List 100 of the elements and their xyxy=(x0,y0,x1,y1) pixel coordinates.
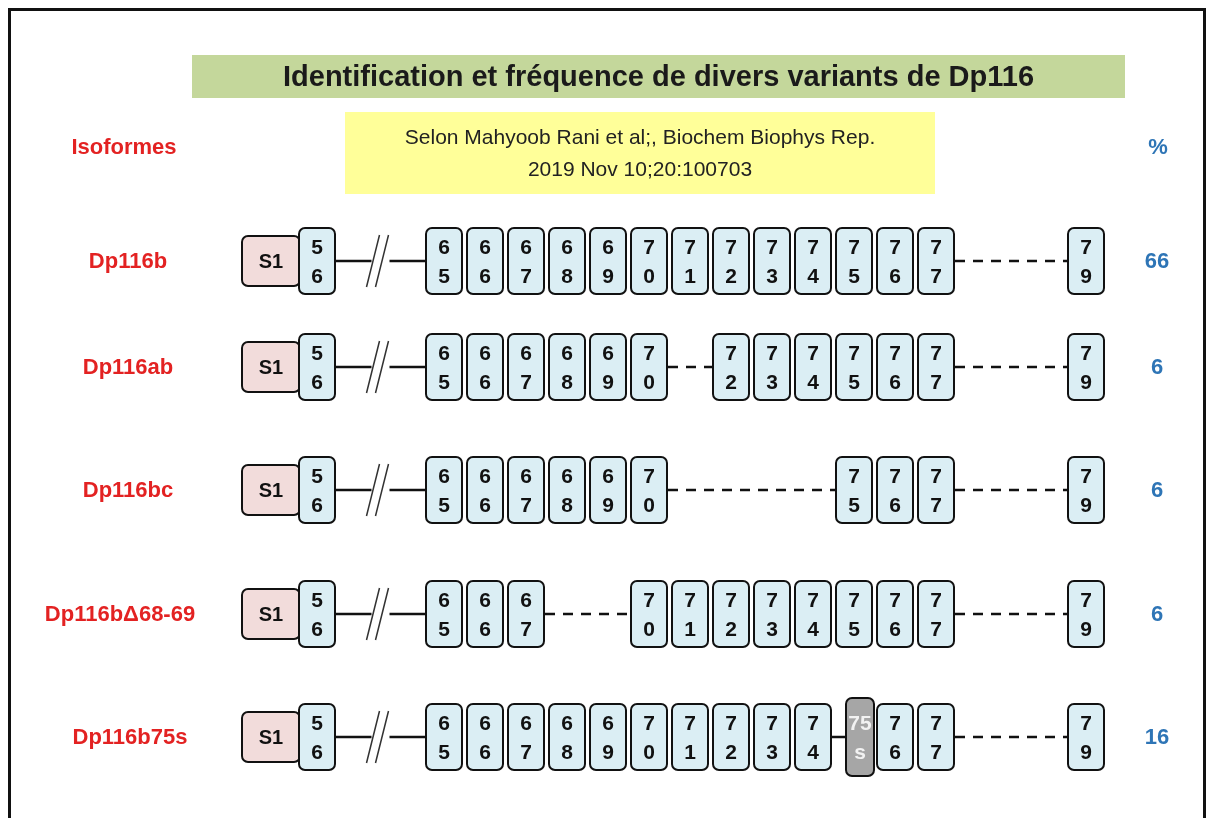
exon-box: 7 7 xyxy=(917,580,955,648)
exon-box: 7 6 xyxy=(876,703,914,771)
percent-label: 6 xyxy=(1150,601,1164,627)
isoform-label: Dp116ab xyxy=(82,354,174,380)
connector-line xyxy=(336,612,425,616)
exon-box: 7 3 xyxy=(753,703,791,771)
exon-box: 7 1 xyxy=(671,580,709,648)
exon-box: 5 6 xyxy=(298,580,336,648)
dashed-connector xyxy=(668,365,712,369)
exon-box: 6 7 xyxy=(507,580,545,648)
dashed-connector xyxy=(668,488,835,492)
exon-box: 6 9 xyxy=(589,703,627,771)
percent-label: 16 xyxy=(1144,724,1170,750)
exon-box: 7 2 xyxy=(712,333,750,401)
exon-box: 7 0 xyxy=(630,456,668,524)
exon-box: 7 2 xyxy=(712,227,750,295)
exon-box: 6 6 xyxy=(466,580,504,648)
exon-box: 7 4 xyxy=(794,703,832,771)
exon-box: 6 7 xyxy=(507,703,545,771)
exon-box: 6 9 xyxy=(589,333,627,401)
exon-box: 6 8 xyxy=(548,227,586,295)
start-exon-box: S1 xyxy=(241,464,301,516)
connector-line xyxy=(336,365,425,369)
exon-box: 7 0 xyxy=(630,703,668,771)
exon-box: 7 5 xyxy=(835,456,873,524)
dashed-connector xyxy=(955,365,1067,369)
exon-box: 6 8 xyxy=(548,456,586,524)
connector-line xyxy=(336,735,425,739)
exon-box: 7 9 xyxy=(1067,580,1105,648)
exon-box: 6 8 xyxy=(548,333,586,401)
exon-box: 7 4 xyxy=(794,580,832,648)
exon-box: 6 6 xyxy=(466,703,504,771)
exon-box: 6 5 xyxy=(425,703,463,771)
exon-box: 7 9 xyxy=(1067,333,1105,401)
exon-box: 6 5 xyxy=(425,580,463,648)
exon-box: 7 6 xyxy=(876,227,914,295)
isoform-label: Dp116b75s xyxy=(72,724,188,750)
exon-box: 7 5 xyxy=(835,580,873,648)
exon-box: 7 3 xyxy=(753,333,791,401)
isoform-label: Dp116bΔ68-69 xyxy=(44,601,196,627)
exon-box: 5 6 xyxy=(298,333,336,401)
percent-label: % xyxy=(1148,134,1168,160)
exon-box: 6 6 xyxy=(466,333,504,401)
exon-box: 6 8 xyxy=(548,703,586,771)
isoform-label: Dp116b xyxy=(88,248,168,274)
exon-box: 7 7 xyxy=(917,333,955,401)
exon-box: 6 9 xyxy=(589,227,627,295)
exon-box: 5 6 xyxy=(298,227,336,295)
exon-box: 7 4 xyxy=(794,333,832,401)
exon-box: 6 5 xyxy=(425,456,463,524)
percent-label: 66 xyxy=(1144,248,1170,274)
title-banner: Identification et fréquence de divers variants de Dp116 xyxy=(192,55,1125,98)
exon-box: 7 7 xyxy=(917,456,955,524)
dashed-connector xyxy=(955,259,1067,263)
connector-line xyxy=(336,488,425,492)
exon-box: 7 9 xyxy=(1067,456,1105,524)
dashed-connector xyxy=(955,488,1067,492)
exon-box: 6 7 xyxy=(507,456,545,524)
exon-box: 7 0 xyxy=(630,227,668,295)
exon-box: 7 9 xyxy=(1067,227,1105,295)
exon-box: 7 5 xyxy=(835,333,873,401)
exon-box: 7 6 xyxy=(876,333,914,401)
exon-box: 7 2 xyxy=(712,703,750,771)
exon-box: 7 0 xyxy=(630,580,668,648)
exon-box: 7 3 xyxy=(753,580,791,648)
exon-box: 7 6 xyxy=(876,580,914,648)
dashed-connector xyxy=(545,612,630,616)
exon-box: 6 7 xyxy=(507,227,545,295)
exon-box: 7 2 xyxy=(712,580,750,648)
dashed-connector xyxy=(955,735,1067,739)
exon-box: 7 1 xyxy=(671,703,709,771)
reference-box: Selon Mahyoob Rani et al;, Biochem Biophys Rep. 2019 Nov 10;20:100703 xyxy=(345,112,935,194)
exon-box: 5 6 xyxy=(298,456,336,524)
percent-label: 6 xyxy=(1150,354,1164,380)
exon-box: 75 s xyxy=(845,697,875,777)
exon-box: 5 6 xyxy=(298,703,336,771)
start-exon-box: S1 xyxy=(241,711,301,763)
exon-box: 7 1 xyxy=(671,227,709,295)
exon-box: 7 9 xyxy=(1067,703,1105,771)
start-exon-box: S1 xyxy=(241,235,301,287)
exon-box: 7 7 xyxy=(917,227,955,295)
exon-box: 6 5 xyxy=(425,333,463,401)
start-exon-box: S1 xyxy=(241,341,301,393)
exon-box: 6 5 xyxy=(425,227,463,295)
start-exon-box: S1 xyxy=(241,588,301,640)
connector-line xyxy=(336,259,425,263)
exon-box: 7 0 xyxy=(630,333,668,401)
exon-box: 6 6 xyxy=(466,227,504,295)
exon-box: 6 6 xyxy=(466,456,504,524)
dashed-connector xyxy=(955,612,1067,616)
exon-box: 6 7 xyxy=(507,333,545,401)
exon-box: 7 7 xyxy=(917,703,955,771)
exon-box: 6 9 xyxy=(589,456,627,524)
exon-box: 7 4 xyxy=(794,227,832,295)
isoform-label: Isoformes xyxy=(71,134,177,160)
exon-box: 7 6 xyxy=(876,456,914,524)
exon-box: 7 5 xyxy=(835,227,873,295)
isoform-label: Dp116bc xyxy=(82,477,174,503)
exon-box: 7 3 xyxy=(753,227,791,295)
percent-label: 6 xyxy=(1150,477,1164,503)
